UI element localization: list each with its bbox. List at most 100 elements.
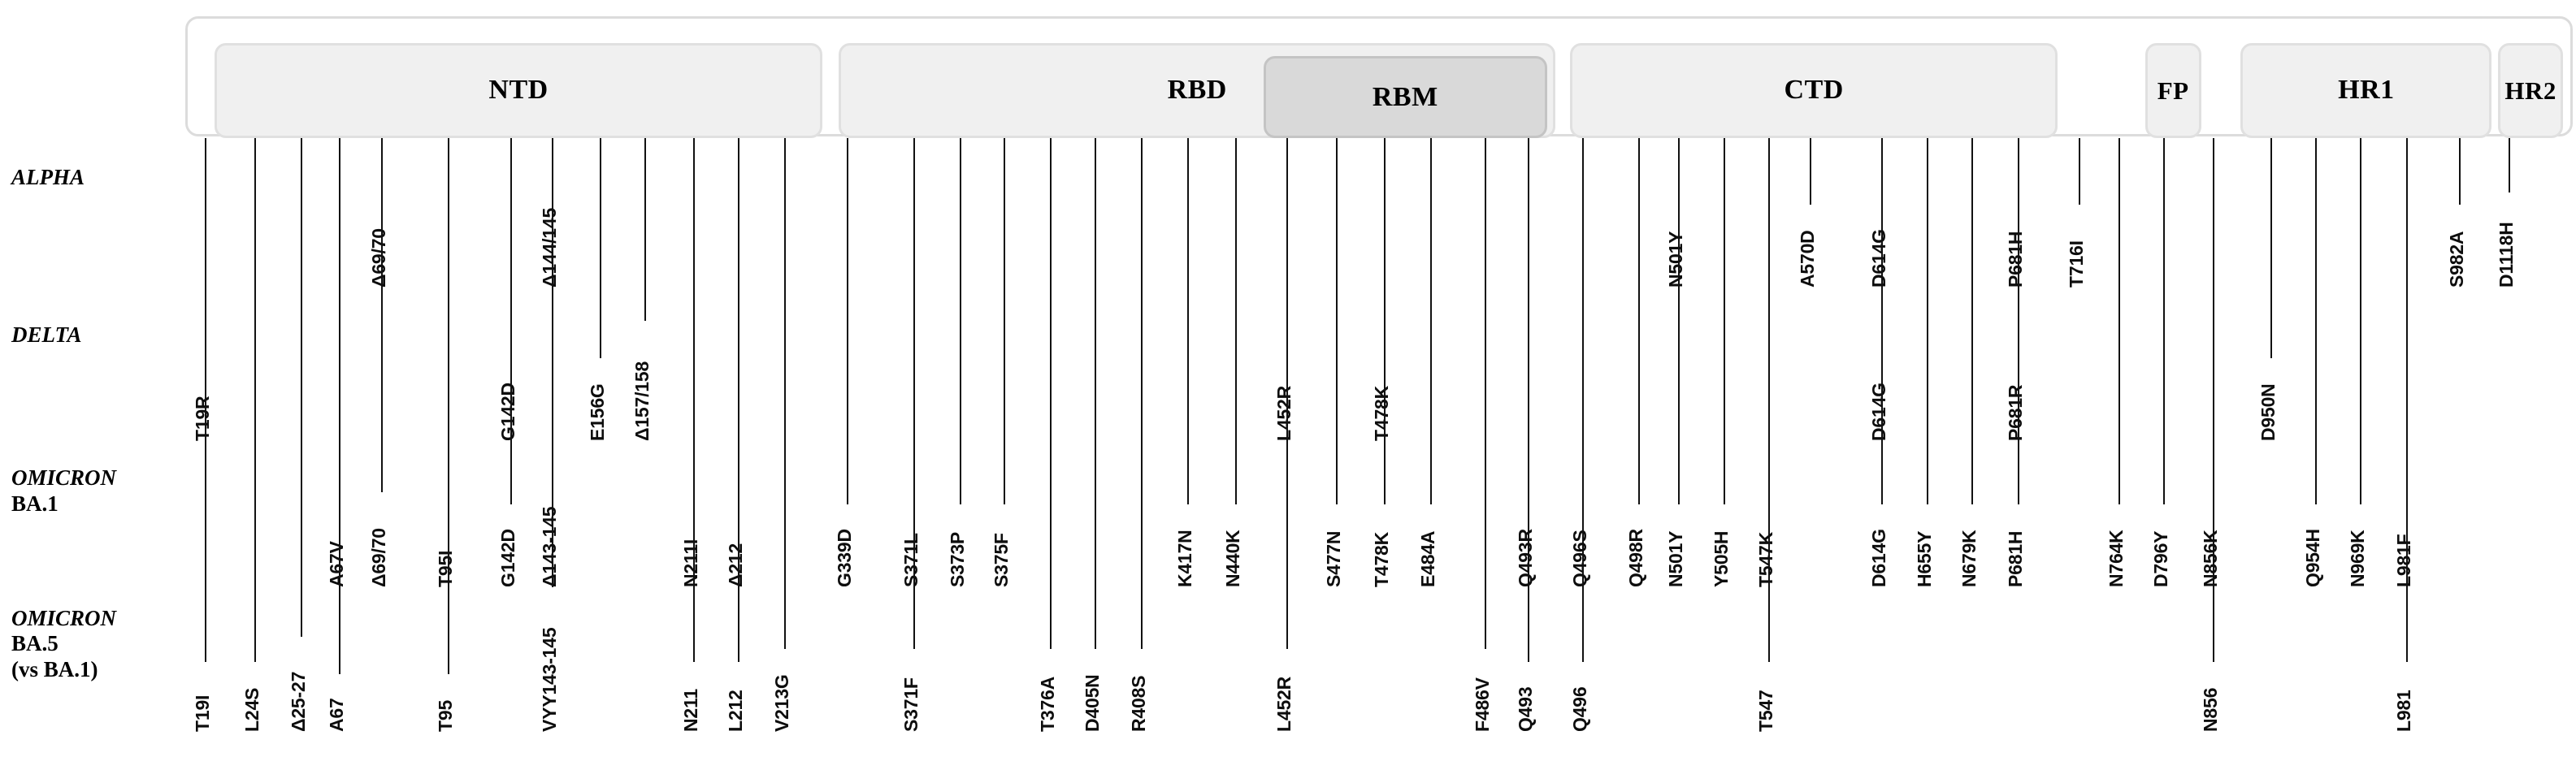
mutation-label[interactable]: T547K: [1755, 532, 1777, 588]
mutation-label[interactable]: Δ144/145: [538, 208, 560, 288]
mutation-label[interactable]: VYY143-145: [538, 627, 560, 733]
mutation-label[interactable]: E484A: [1416, 530, 1438, 588]
mutation-label[interactable]: N501Y: [1664, 231, 1686, 288]
mutation-tick: [2458, 138, 2461, 205]
mutation-label[interactable]: Δ157/158: [631, 361, 653, 441]
mutation-tick: [1141, 138, 1143, 650]
mutation-label[interactable]: P681H: [2005, 231, 2027, 288]
mutation-label[interactable]: L24S: [241, 688, 262, 733]
mutation-tick: [1927, 138, 1929, 505]
mutation-label[interactable]: Q493R: [1514, 529, 1536, 588]
mutation-label[interactable]: A67: [325, 698, 347, 733]
mutation-label[interactable]: L212: [725, 690, 747, 733]
mutation-label[interactable]: L452R: [1273, 677, 1295, 733]
domain-box-ntd[interactable]: NTD: [215, 42, 822, 139]
mutation-label[interactable]: G339D: [834, 529, 856, 588]
mutation-label[interactable]: T376A: [1037, 677, 1059, 733]
mutation-label[interactable]: T95I: [434, 550, 456, 588]
mutation-label[interactable]: S371F: [900, 677, 922, 733]
mutation-label[interactable]: Q496: [1568, 686, 1590, 733]
mutation-tick: [204, 138, 206, 662]
mutation-label[interactable]: F486V: [1471, 677, 1493, 733]
mutation-tick: [1971, 138, 1974, 505]
variant-sublabel-omicron-ba1-0: BA.1: [11, 491, 59, 517]
domain-box-ctd[interactable]: CTD: [1570, 42, 2058, 139]
mutation-tick: [1095, 138, 1097, 650]
mutation-tick: [847, 138, 849, 505]
mutation-label[interactable]: Δ69/70: [368, 228, 390, 288]
mutation-label[interactable]: Q493: [1514, 686, 1536, 733]
mutation-label[interactable]: Δ212: [725, 543, 747, 588]
mutation-label[interactable]: A67V: [325, 541, 347, 588]
mutation-label[interactable]: D1118H: [2495, 222, 2517, 288]
mutation-label[interactable]: S375F: [991, 533, 1013, 588]
mutation-label[interactable]: T95: [434, 700, 456, 733]
mutation-label[interactable]: E156G: [586, 383, 608, 441]
mutation-label[interactable]: T478K: [1370, 385, 1392, 441]
mutation-label[interactable]: L452R: [1273, 385, 1295, 441]
mutation-label[interactable]: T716I: [2066, 240, 2088, 288]
mutation-label[interactable]: V213G: [771, 674, 793, 733]
domain-box-hr1[interactable]: HR1: [2240, 42, 2492, 139]
mutation-tick: [1581, 138, 1584, 662]
mutation-label[interactable]: T547: [1755, 690, 1777, 733]
mutation-label[interactable]: R408S: [1128, 676, 1150, 733]
mutation-label[interactable]: A570D: [1797, 230, 1819, 288]
mutation-label[interactable]: N969K: [2346, 530, 2368, 588]
mutation-tick: [2270, 138, 2273, 358]
mutation-label[interactable]: S982A: [2445, 231, 2467, 288]
mutation-label[interactable]: Q498R: [1624, 529, 1646, 588]
mutation-label[interactable]: N211: [680, 689, 702, 733]
domain-label-ntd: NTD: [488, 75, 549, 106]
mutation-label[interactable]: N764K: [2105, 530, 2127, 588]
mutation-label[interactable]: Q954H: [2301, 529, 2323, 588]
mutation-tick: [1234, 138, 1237, 505]
mutation-tick: [2314, 138, 2317, 505]
mutation-label[interactable]: D405N: [1082, 674, 1104, 733]
mutation-label[interactable]: P681R: [2005, 384, 2027, 441]
mutation-label[interactable]: N501Y: [1664, 530, 1686, 588]
variant-name-delta: DELTA: [11, 322, 82, 348]
mutation-label[interactable]: T19R: [191, 396, 213, 441]
mutation-label[interactable]: N440K: [1221, 530, 1243, 588]
row-label-alpha: ALPHA: [11, 165, 85, 191]
mutation-label[interactable]: D614G: [1867, 229, 1889, 288]
mutation-label[interactable]: Δ25-27: [287, 672, 309, 733]
mutation-tick: [784, 138, 787, 650]
mutation-tick: [2508, 138, 2510, 193]
mutation-label[interactable]: Y505H: [1711, 530, 1733, 588]
mutation-label[interactable]: H655Y: [1914, 530, 1936, 588]
variant-name-alpha: ALPHA: [11, 164, 85, 189]
mutation-label[interactable]: Δ143-145: [538, 506, 560, 588]
mutation-label[interactable]: G142D: [497, 382, 518, 441]
mutation-label[interactable]: N856: [2199, 688, 2221, 733]
mutation-label[interactable]: G142D: [497, 529, 518, 588]
domain-label-hr2: HR2: [2504, 76, 2556, 105]
mutation-label[interactable]: P681H: [2005, 530, 2027, 588]
mutation-label[interactable]: T19I: [191, 695, 213, 733]
mutation-label[interactable]: N679K: [1958, 530, 1980, 588]
mutation-label[interactable]: D796Y: [2149, 530, 2171, 588]
mutation-label[interactable]: S477N: [1322, 530, 1344, 588]
mutation-tick: [1383, 138, 1386, 505]
mutation-label[interactable]: S371L: [900, 533, 922, 588]
mutation-tick: [300, 138, 302, 638]
domain-box-hr2[interactable]: HR2: [2498, 42, 2563, 139]
mutation-label[interactable]: K417N: [1174, 530, 1196, 588]
mutation-label[interactable]: T478K: [1370, 532, 1392, 588]
mutation-label[interactable]: D614G: [1867, 382, 1889, 441]
mutation-label[interactable]: L981: [2392, 690, 2414, 733]
mutation-label[interactable]: D950N: [2257, 383, 2279, 441]
mutation-label[interactable]: S373P: [946, 532, 968, 588]
mutation-label[interactable]: Q496S: [1568, 530, 1590, 588]
mutation-label[interactable]: N211I: [680, 539, 702, 588]
mutation-tick: [2359, 138, 2361, 505]
domain-box-fp[interactable]: FP: [2144, 42, 2201, 139]
mutation-label[interactable]: L981F: [2392, 534, 2414, 588]
mutation-label[interactable]: D614G: [1867, 529, 1889, 588]
mutation-label[interactable]: Δ69/70: [368, 528, 390, 588]
domain-box-rbm[interactable]: RBM: [1263, 55, 1548, 139]
mutation-label[interactable]: N856K: [2199, 530, 2221, 588]
mutation-tick: [1335, 138, 1338, 505]
